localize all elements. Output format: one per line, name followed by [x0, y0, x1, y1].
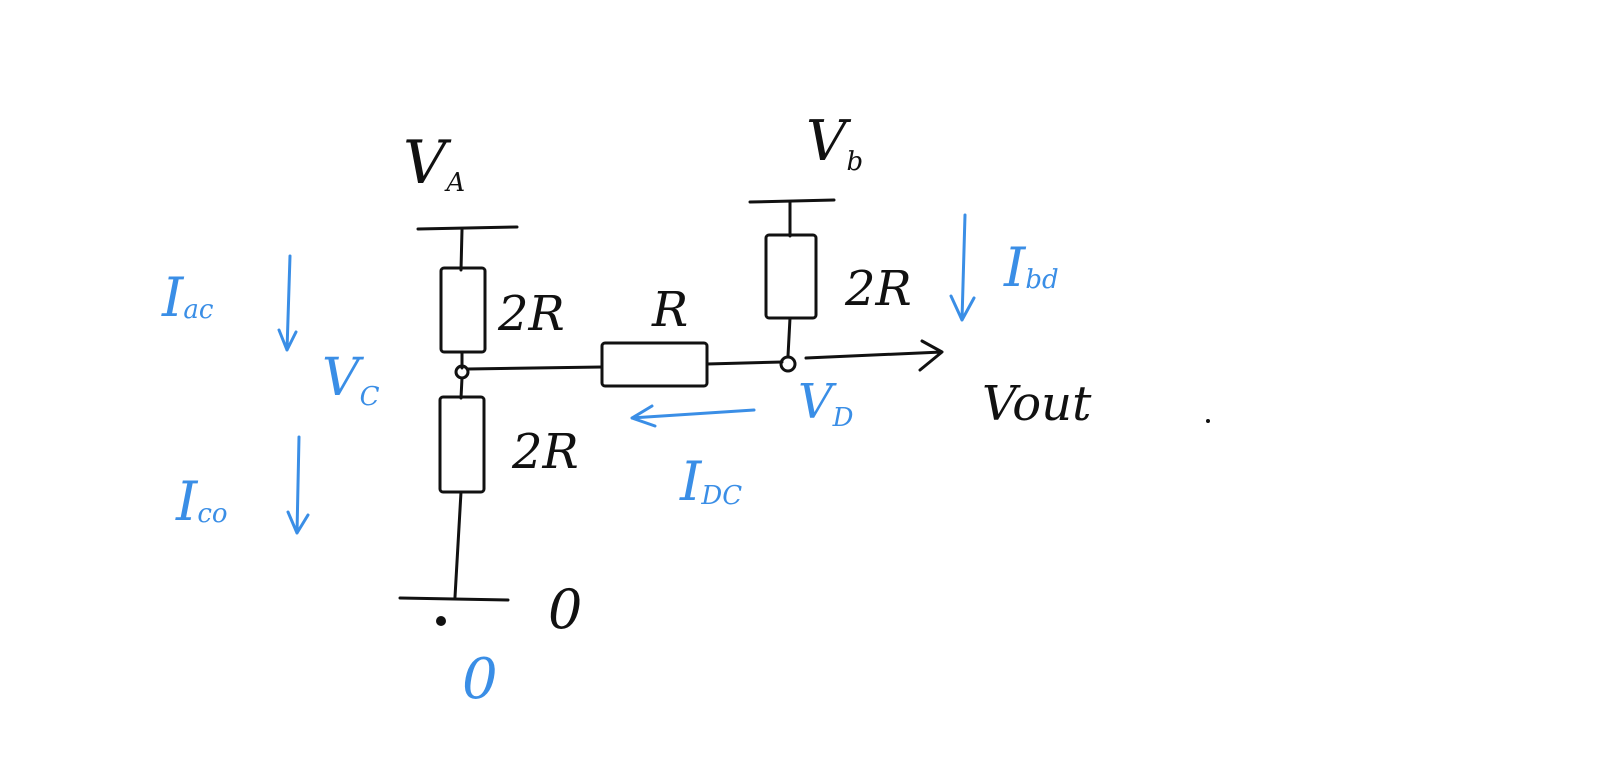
arrow-i-ac: [277, 254, 298, 352]
label-vc: VC: [322, 348, 380, 412]
label-r-bd: 2R: [844, 261, 912, 317]
label-ground-black: 0: [548, 578, 582, 641]
arrow-i-dc: [630, 404, 756, 428]
ground-bar: [398, 596, 510, 602]
arrow-i-bd: [949, 213, 976, 322]
arrow-i-co: [286, 435, 310, 535]
va-supply-bar: [416, 225, 519, 231]
resistor-bd: [764, 233, 818, 320]
wire-rdc-to-noded: [705, 360, 784, 366]
label-r-dc: R: [651, 282, 688, 338]
label-i-bd: Ibd: [1003, 236, 1059, 299]
label-vd: VD: [798, 374, 854, 433]
vout-arrow: [804, 339, 944, 372]
label-r-ac: 2R: [497, 286, 565, 342]
stray-dot: [1206, 419, 1210, 423]
label-va: VA: [403, 128, 465, 198]
label-i-co: Ico: [175, 470, 228, 533]
label-vb: Vb: [806, 109, 863, 177]
resistor-ac: [439, 266, 487, 354]
label-vout: Vout: [982, 376, 1092, 432]
wire-rbd-to-noded: [786, 316, 792, 358]
label-r-co: 2R: [511, 424, 579, 480]
node-d-dot: [779, 355, 797, 373]
label-ground-blue: 0: [462, 647, 498, 712]
label-i-ac: Iac: [161, 266, 214, 329]
vb-supply-bar: [748, 198, 836, 204]
ground-dot: [436, 616, 446, 626]
resistor-co: [438, 395, 486, 494]
wire-va-to-rac: [459, 228, 464, 272]
wire-nodec-to-rco: [459, 376, 464, 400]
resistor-dc: [600, 341, 709, 388]
label-i-dc: IDC: [679, 450, 742, 513]
wire-rco-to-ground: [453, 490, 463, 599]
wire-nodec-to-rdc: [466, 365, 604, 371]
